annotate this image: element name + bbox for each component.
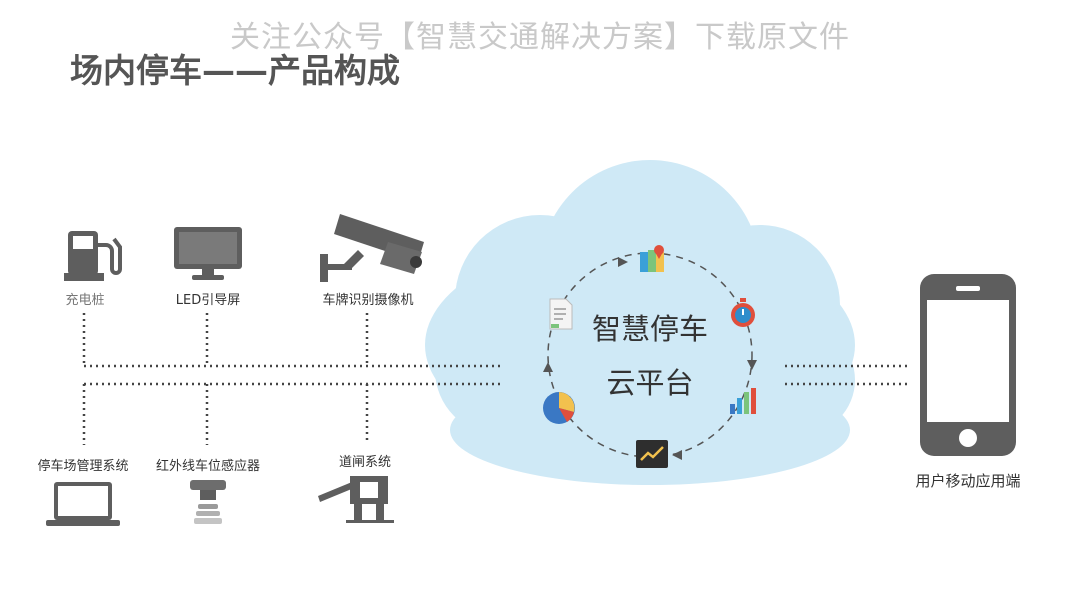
cloud-platform-title-line1: 智慧停车 — [591, 312, 708, 346]
pie-chart-icon — [543, 392, 575, 424]
watermark-text: 关注公众号【智慧交通解决方案】下载原文件 — [230, 20, 850, 55]
label-plate-camera: 车牌识别摄像机 — [322, 293, 414, 308]
laptop-icon — [46, 482, 120, 526]
fuel-pump-icon — [64, 231, 122, 281]
label-parking-mgmt: 停车场管理系统 — [37, 459, 129, 474]
page-title: 场内停车——产品构成 — [70, 51, 400, 90]
label-mobile-app: 用户移动应用端 — [915, 472, 1021, 490]
map-pin-icon — [640, 245, 664, 272]
smartphone-icon — [920, 274, 1016, 456]
monitor-icon — [174, 227, 242, 280]
connector-lines — [82, 313, 910, 445]
label-led-screen: LED引导屏 — [175, 293, 241, 308]
cloud-platform-title-line2: 云平台 — [606, 366, 694, 400]
sensor-icon — [190, 480, 226, 524]
trend-chart-icon — [636, 440, 668, 468]
bar-chart-icon — [730, 388, 756, 414]
barrier-gate-icon — [318, 476, 394, 523]
label-ir-sensor: 红外线车位感应器 — [155, 459, 260, 474]
stopwatch-icon — [731, 298, 755, 327]
document-icon — [549, 298, 573, 330]
label-gate: 道闸系统 — [338, 455, 391, 470]
cctv-camera-icon — [320, 214, 424, 282]
cycle-arrows — [543, 257, 757, 460]
label-charger: 充电桩 — [65, 293, 105, 308]
